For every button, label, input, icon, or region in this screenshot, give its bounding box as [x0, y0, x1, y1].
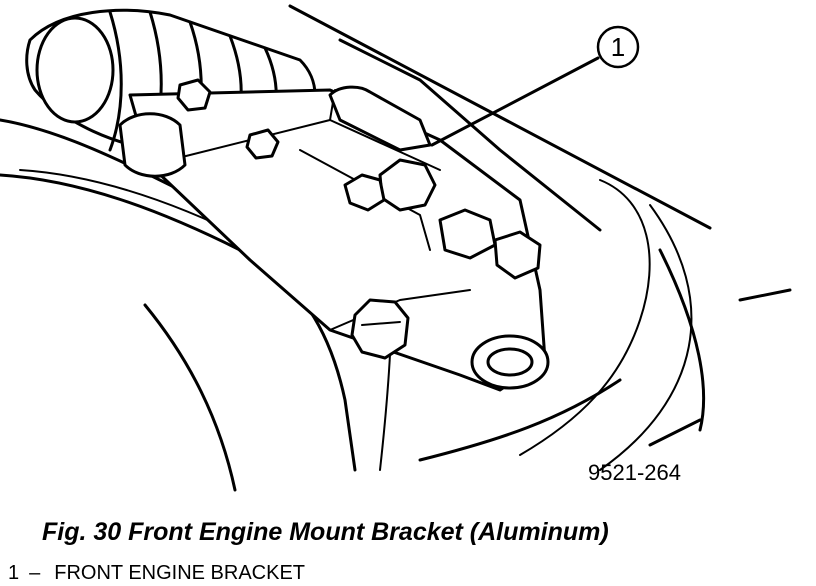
figure-caption: Fig. 30 Front Engine Mount Bracket (Alum…	[42, 518, 609, 546]
callout-number: 1	[611, 32, 625, 62]
chassis-outline	[0, 4, 792, 492]
fasteners	[176, 78, 542, 360]
legend-separator: –	[29, 562, 41, 584]
legend-number: 1	[8, 562, 20, 584]
engine-mount-illustration: 1 9521-264	[0, 4, 792, 492]
callout-1: 1	[430, 25, 640, 147]
callout-circle	[596, 25, 640, 69]
front-engine-bracket	[118, 85, 550, 392]
engine-mount-drawing: 1 9521-264	[0, 4, 792, 492]
legend-item: 1–FRONT ENGINE BRACKET	[8, 562, 305, 585]
legend-list: 1–FRONT ENGINE BRACKET	[8, 562, 305, 585]
legend-label: FRONT ENGINE BRACKET	[54, 562, 306, 584]
figure-code: 9521-264	[588, 460, 681, 485]
